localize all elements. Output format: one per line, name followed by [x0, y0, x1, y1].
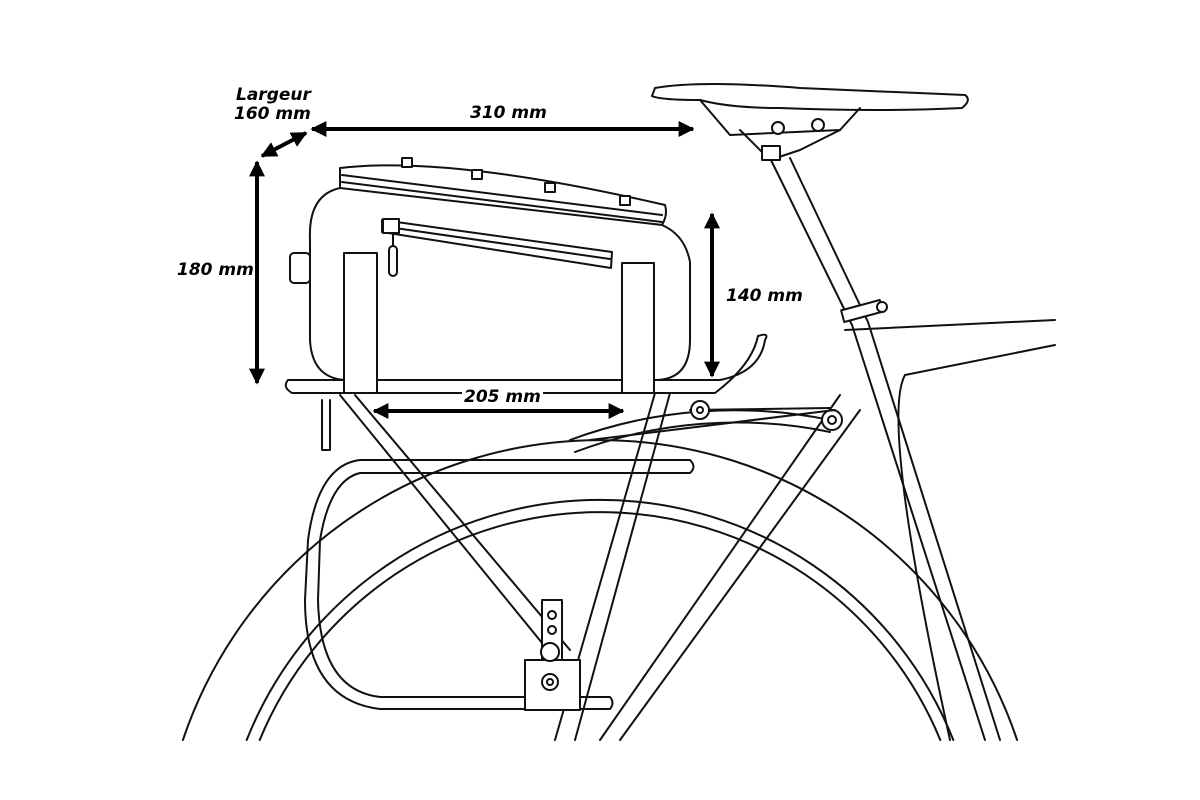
- bag-height-value: 140 mm: [726, 286, 803, 306]
- rear-wheel: [181, 409, 1019, 741]
- width-label: Largeur: [236, 85, 311, 105]
- total-height-value: 180 mm: [177, 260, 254, 280]
- saddle: [651, 83, 969, 161]
- length-value: 310 mm: [470, 103, 547, 123]
- base-length-value: 205 mm: [462, 387, 543, 407]
- width-value: 160 mm: [234, 104, 311, 124]
- width-arrow: [260, 131, 308, 158]
- trunk-bag: [289, 157, 691, 394]
- bike-frame: [599, 157, 1056, 741]
- rear-rack: [284, 333, 836, 741]
- dimension-arrows: [249, 121, 720, 419]
